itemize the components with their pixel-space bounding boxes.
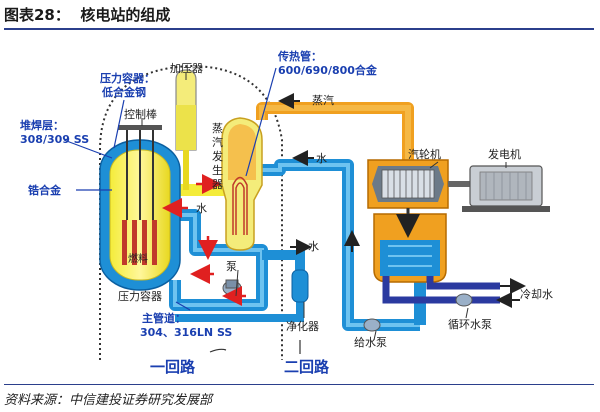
label-water-2: 水 [196, 202, 207, 215]
footer: 资料来源：中信建投证券研究发展部 [4, 384, 594, 409]
title-bar: 图表28： 核电站的组成 [4, 4, 594, 30]
label-zirc: 锆合金 [28, 183, 62, 197]
label-pressurizer: 加压器 [170, 62, 203, 75]
label-heat-tube-1: 传热管： [277, 49, 322, 63]
label-generator: 发电机 [488, 147, 521, 161]
label-sg-3: 发 [212, 149, 223, 163]
fuel-rod [152, 220, 157, 265]
label-cladding-2: 308/309 SS [20, 133, 89, 146]
label-pump: 泵 [226, 260, 237, 273]
turbine-shaft [448, 181, 470, 187]
label-vessel-material-2: 低合金钢 [101, 85, 146, 99]
label-feed-pump: 给水泵 [354, 336, 387, 349]
label-water-1: 水 [316, 152, 327, 165]
label-sg-2: 汽 [212, 135, 223, 149]
label-main-pipe-1: 主管道： [142, 311, 186, 325]
feed-pump [363, 318, 381, 332]
fuel-rod [132, 220, 137, 265]
label-control-rod: 控制棒 [124, 107, 157, 121]
heat-tubes [232, 176, 248, 235]
label-sg-5: 器 [212, 178, 223, 191]
label-purifier: 净化器 [286, 319, 319, 333]
fuel-rod [122, 220, 127, 265]
fuel-rod [142, 220, 147, 265]
turbine-rotor [381, 169, 435, 199]
feedwater-pipe-inner [262, 163, 420, 327]
label-turbine: 汽轮机 [408, 147, 441, 161]
label-pressure-vessel: 压力容器 [118, 289, 162, 303]
label-secondary-loop: 二回路 [284, 358, 330, 376]
purifier-branch [262, 250, 305, 270]
steam-pipe [256, 102, 414, 160]
circulation-pump [455, 293, 473, 307]
label-fuel: 燃料 [128, 252, 148, 265]
label-vessel-material-1: 压力容器： [100, 71, 155, 85]
label-cladding-1: 堆焊层： [20, 118, 64, 132]
label-main-pipe-2: 304、316LN SS [140, 326, 232, 339]
label-steam: 蒸汽 [312, 93, 334, 107]
label-water-3: 水 [308, 240, 319, 253]
label-sg-1: 蒸 [212, 122, 223, 135]
label-heat-tube-2: 600/690/800合金 [278, 63, 378, 77]
purifier-return [175, 300, 304, 322]
source-note: 资料来源：中信建投证券研究发展部 [4, 393, 213, 408]
label-sg-4: 生 [212, 163, 223, 177]
label-circ-pump: 循环水泵 [448, 318, 492, 331]
purifier [291, 269, 309, 303]
figure-title: 图表28： 核电站的组成 [4, 6, 171, 24]
label-primary-loop: 一回路 [150, 358, 196, 376]
steam-pipe-inner [259, 105, 411, 160]
label-cooling-water: 冷却水 [520, 288, 553, 301]
